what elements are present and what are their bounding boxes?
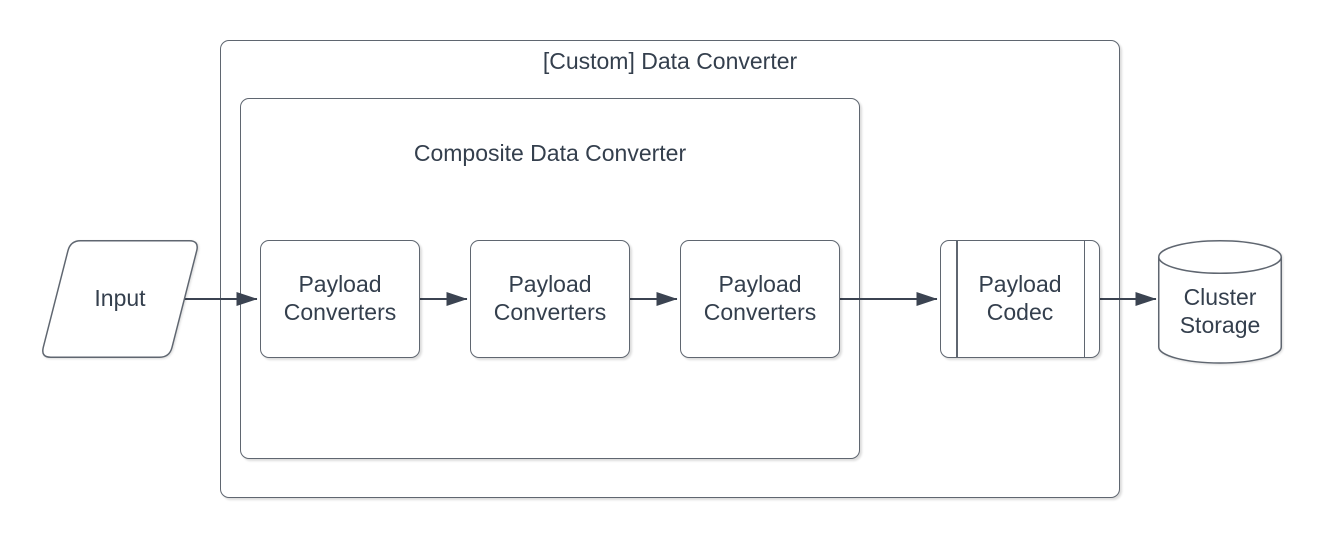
payload-converters-label-2: Payload Converters	[493, 271, 607, 325]
payload-converters-node-2: Payload Converters	[470, 240, 630, 358]
payload-converters-node-1: Payload Converters	[260, 240, 420, 358]
payload-converters-node-3: Payload Converters	[680, 240, 840, 358]
cluster-storage-cylinder-shape	[1158, 240, 1282, 364]
payload-converters-label-3: Payload Converters	[703, 271, 817, 325]
codec-left-bar	[956, 241, 958, 357]
payload-converters-label-1: Payload Converters	[283, 271, 397, 325]
payload-codec-label: Payload Codec	[978, 271, 1062, 325]
input-parallelogram-shape	[42, 240, 198, 358]
codec-right-bar	[1083, 241, 1085, 357]
payload-codec-node: Payload Codec	[940, 240, 1100, 358]
